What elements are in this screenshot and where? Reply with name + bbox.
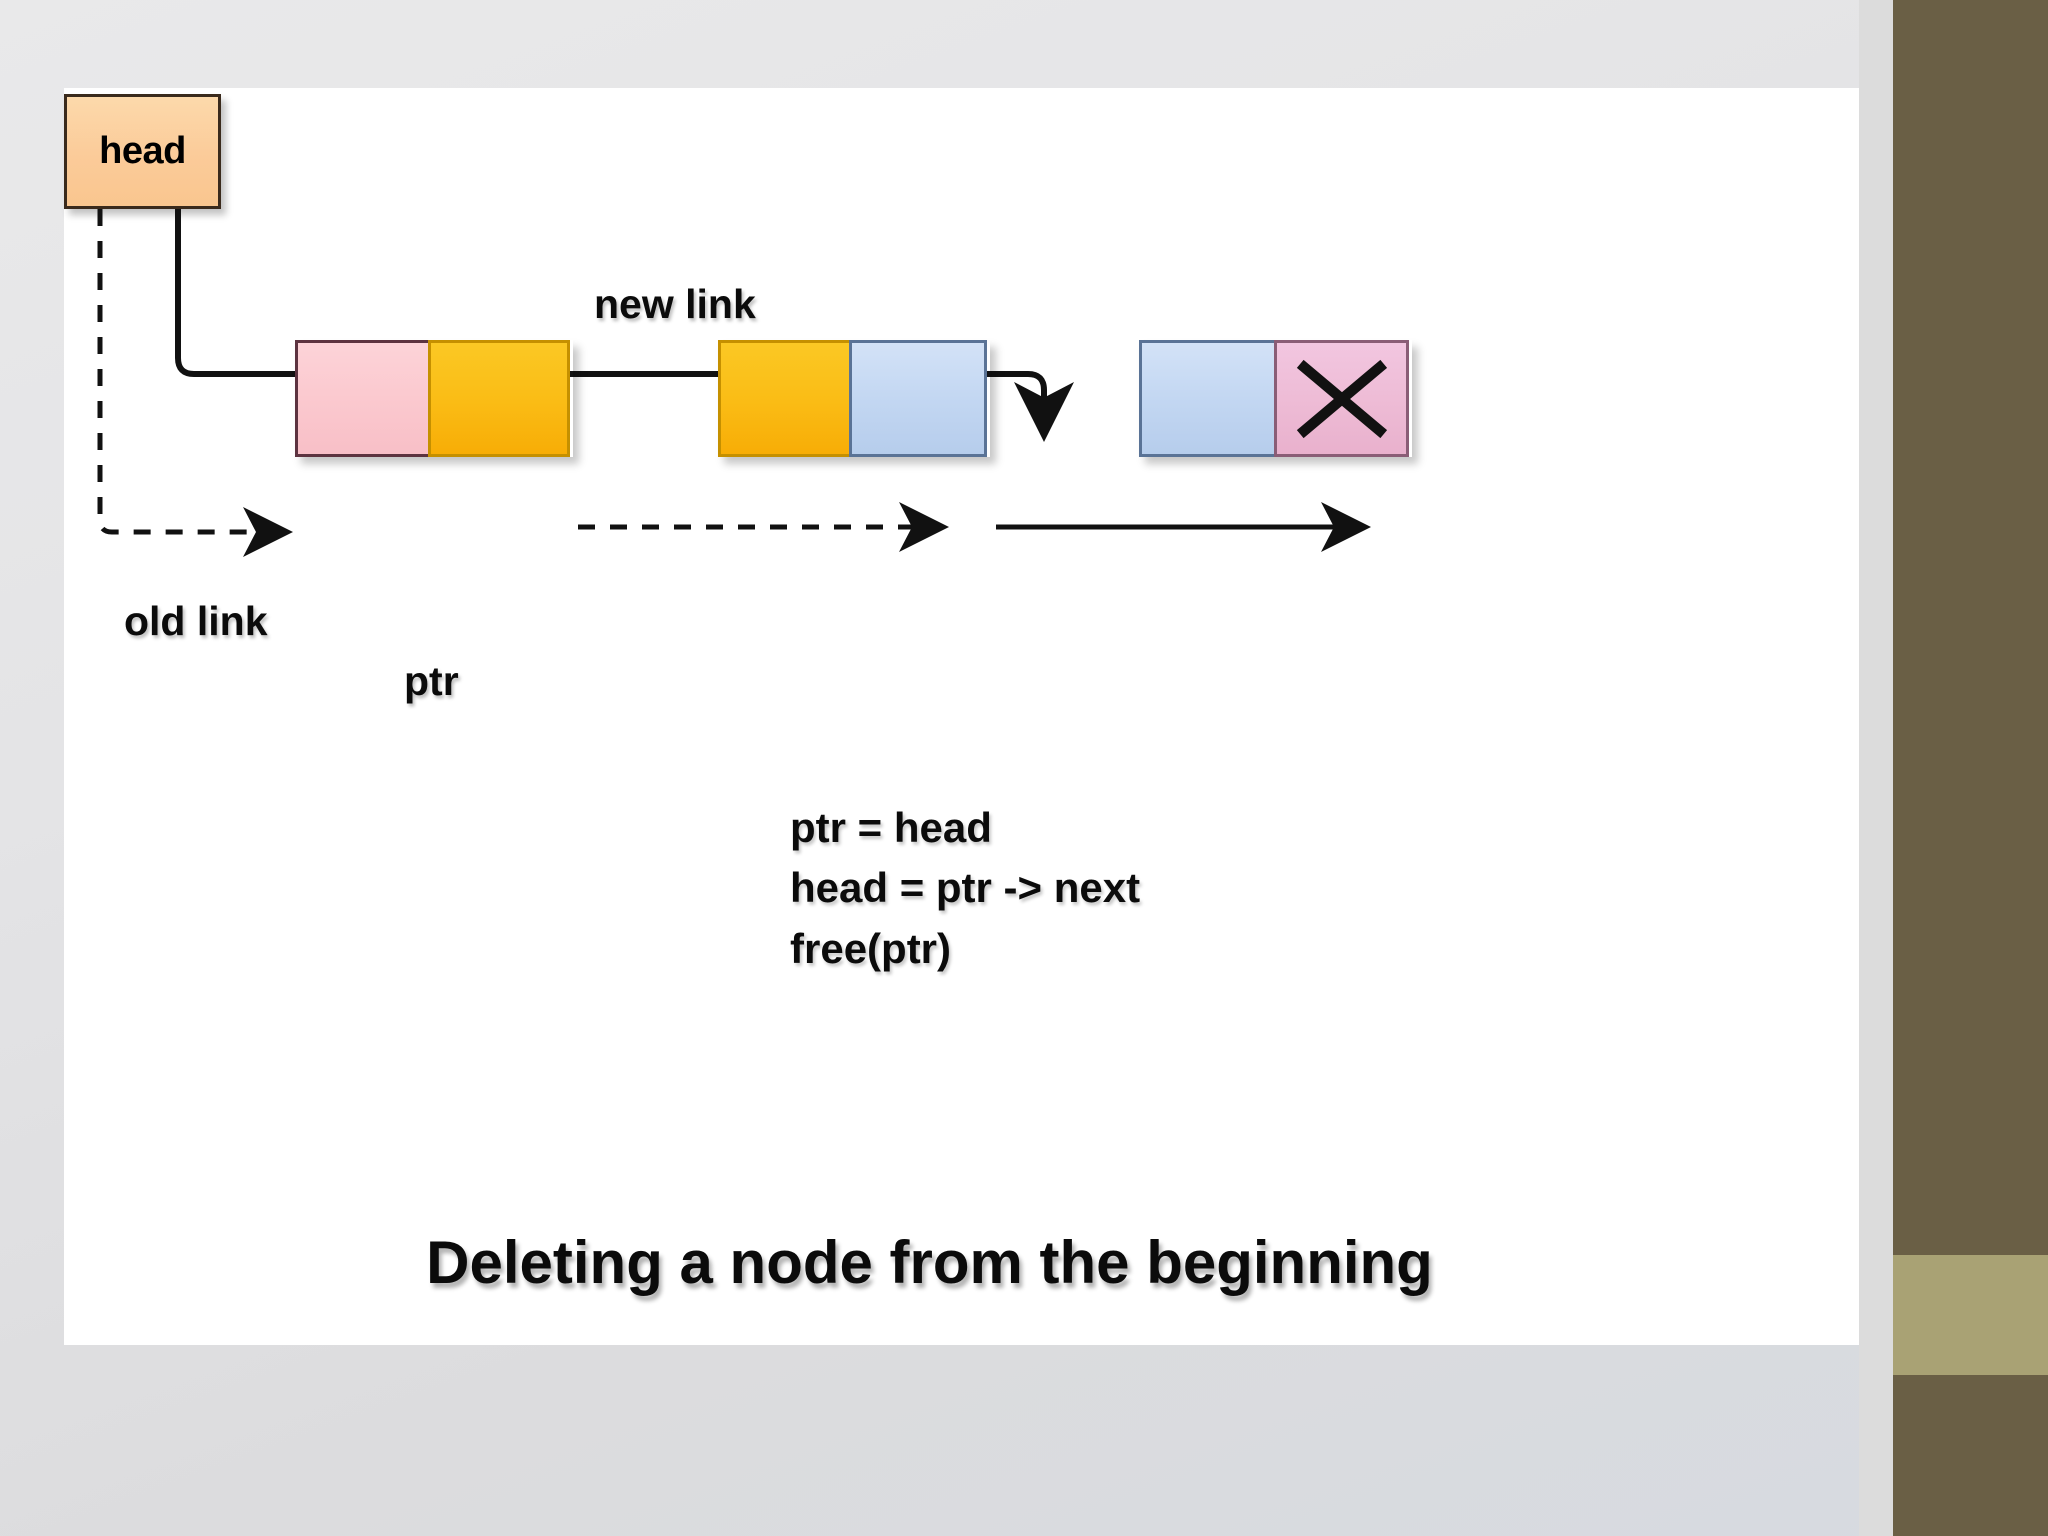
list-node-deleted xyxy=(295,340,573,457)
code-line-2: head = ptr -> next xyxy=(790,864,1141,912)
code-line-3: free(ptr) xyxy=(790,924,952,972)
node-next-cell xyxy=(428,340,570,457)
diagram-canvas xyxy=(64,88,1859,1345)
code-line-1: ptr = head xyxy=(790,804,992,851)
node-data-cell xyxy=(1139,340,1277,457)
head-label: head xyxy=(99,130,186,172)
null-cross-icon xyxy=(1296,359,1388,439)
ptr-label: ptr xyxy=(404,658,459,704)
node-data-cell xyxy=(718,340,852,457)
node-data-cell xyxy=(295,340,431,457)
list-node-last xyxy=(1139,340,1412,457)
node-null-next-cell xyxy=(1274,340,1409,457)
slide-caption: Deleting a node from the beginning xyxy=(426,1229,1433,1296)
new-link-label: new link xyxy=(594,281,756,327)
head-pointer-box: head xyxy=(64,94,221,209)
old-link-label: old link xyxy=(124,598,268,644)
pseudocode-block: ptr = head head = ptr -> next free(ptr) xyxy=(790,798,1140,979)
node-next-cell xyxy=(849,340,987,457)
right-decorative-bar-accent xyxy=(1893,1255,2048,1375)
list-node-second xyxy=(718,340,990,457)
